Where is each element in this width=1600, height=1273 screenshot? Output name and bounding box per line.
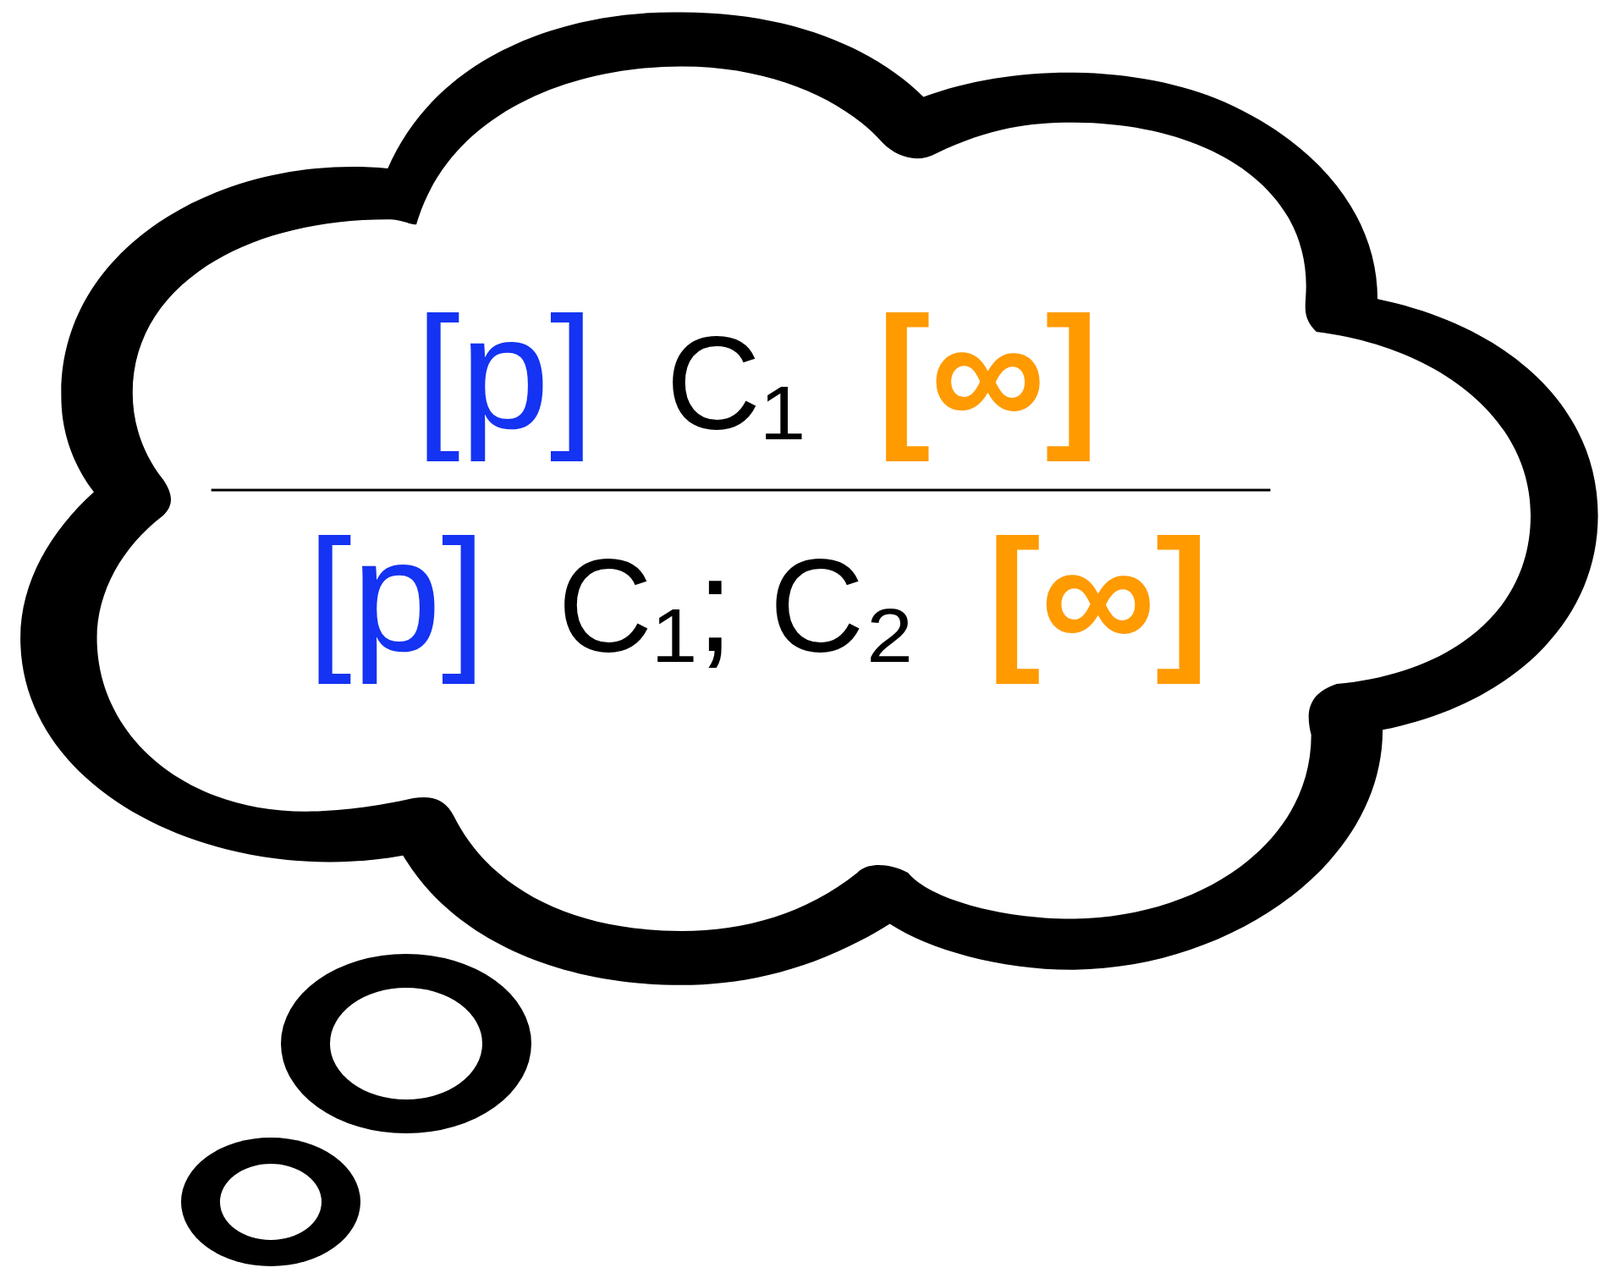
rule-row: [p] C₁; C₂ [∞] [307,514,1210,676]
trail-bubble-inner [329,987,483,1100]
trail-bubble [280,953,532,1133]
trail-bubble-inner [219,1163,322,1240]
command: C₁ [665,317,805,449]
cloud-outline [0,0,1600,1016]
postcondition: [∞] [876,291,1099,453]
command-sequence: C₁; C₂ [557,539,915,671]
cloud-border [20,11,1598,985]
cloud-fill [97,65,1531,931]
trail-bubble [181,1137,361,1266]
rule-row: [p] C₁ [∞] [415,291,1099,453]
precondition: [p] [307,514,486,676]
inference-rule-line [211,488,1271,491]
postcondition: [∞] [987,514,1210,676]
thought-cloud: [p] C₁ [∞] [p] C₁; C₂ [∞] [0,0,1600,1016]
precondition: [p] [415,291,594,453]
